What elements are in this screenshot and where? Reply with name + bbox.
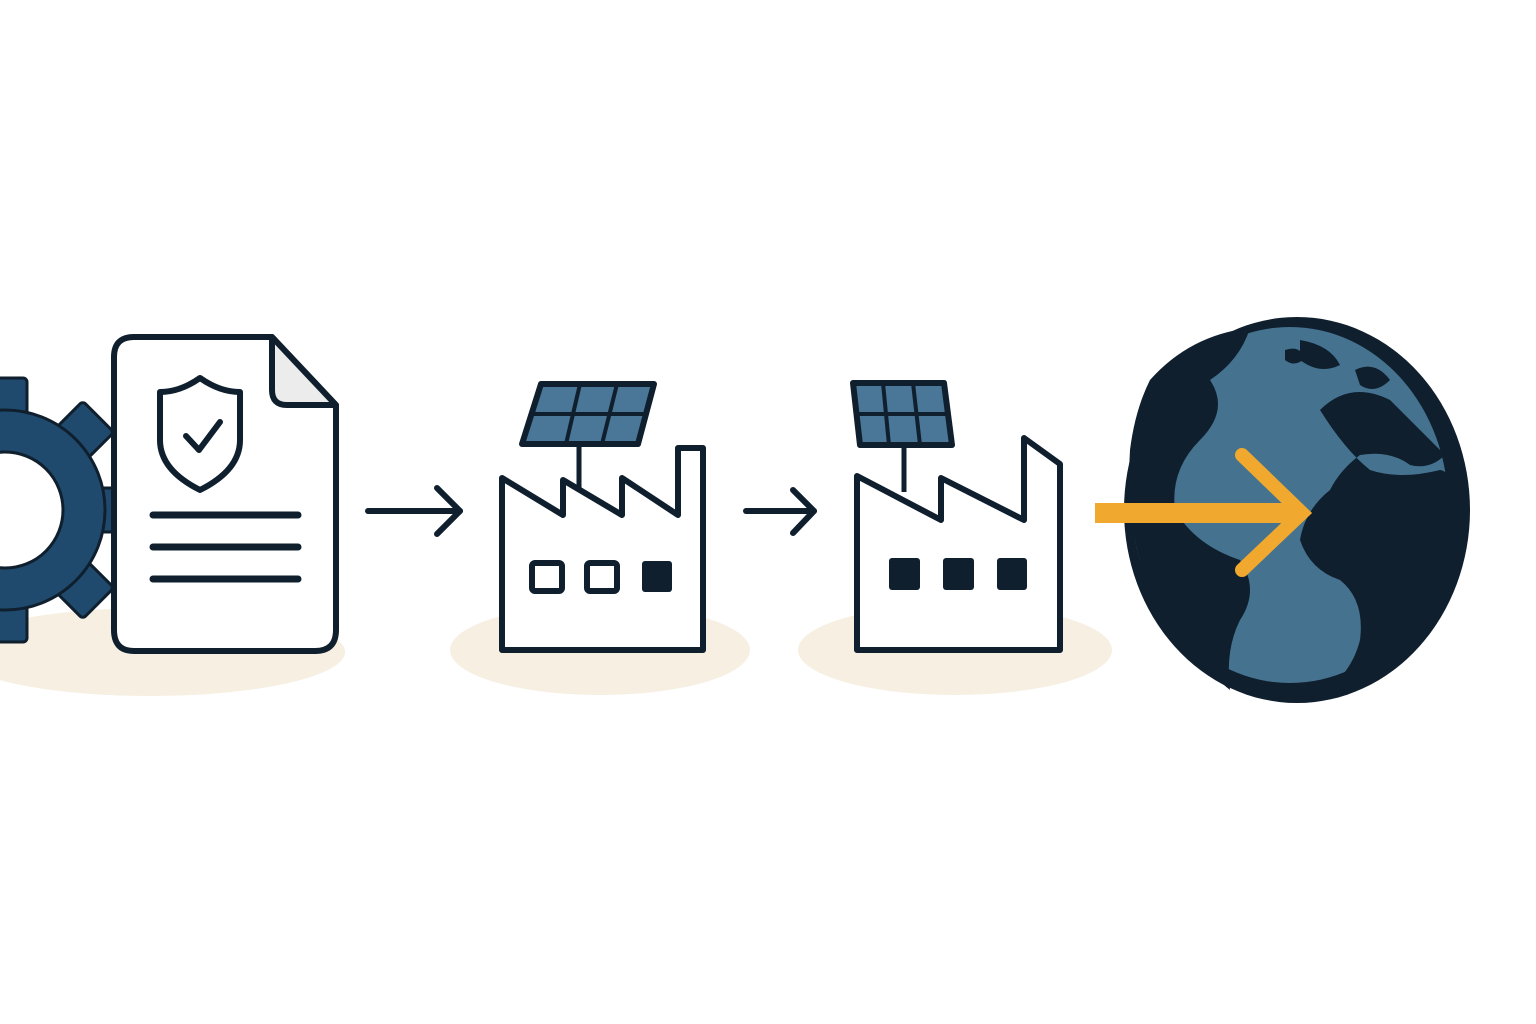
export-arrow-icon	[1095, 448, 1313, 577]
solar-factory-icon	[499, 381, 706, 653]
factory-window	[584, 560, 620, 594]
solar-factory-icon	[850, 380, 1063, 653]
factory-window	[529, 560, 565, 594]
factory-window	[943, 558, 974, 590]
checkmark-icon	[183, 419, 223, 453]
continents	[1129, 328, 1461, 700]
factory-window	[997, 558, 1027, 590]
solar-panel-icon	[519, 381, 657, 490]
solar-panel-icon	[850, 380, 955, 492]
arrow-right-icon	[365, 485, 463, 537]
factory-window	[889, 558, 920, 590]
document-lines	[149, 511, 302, 583]
factory-window	[642, 561, 672, 592]
arrow-right-icon	[743, 487, 817, 536]
certified-document-icon	[111, 334, 339, 654]
shield-icon	[157, 375, 243, 493]
